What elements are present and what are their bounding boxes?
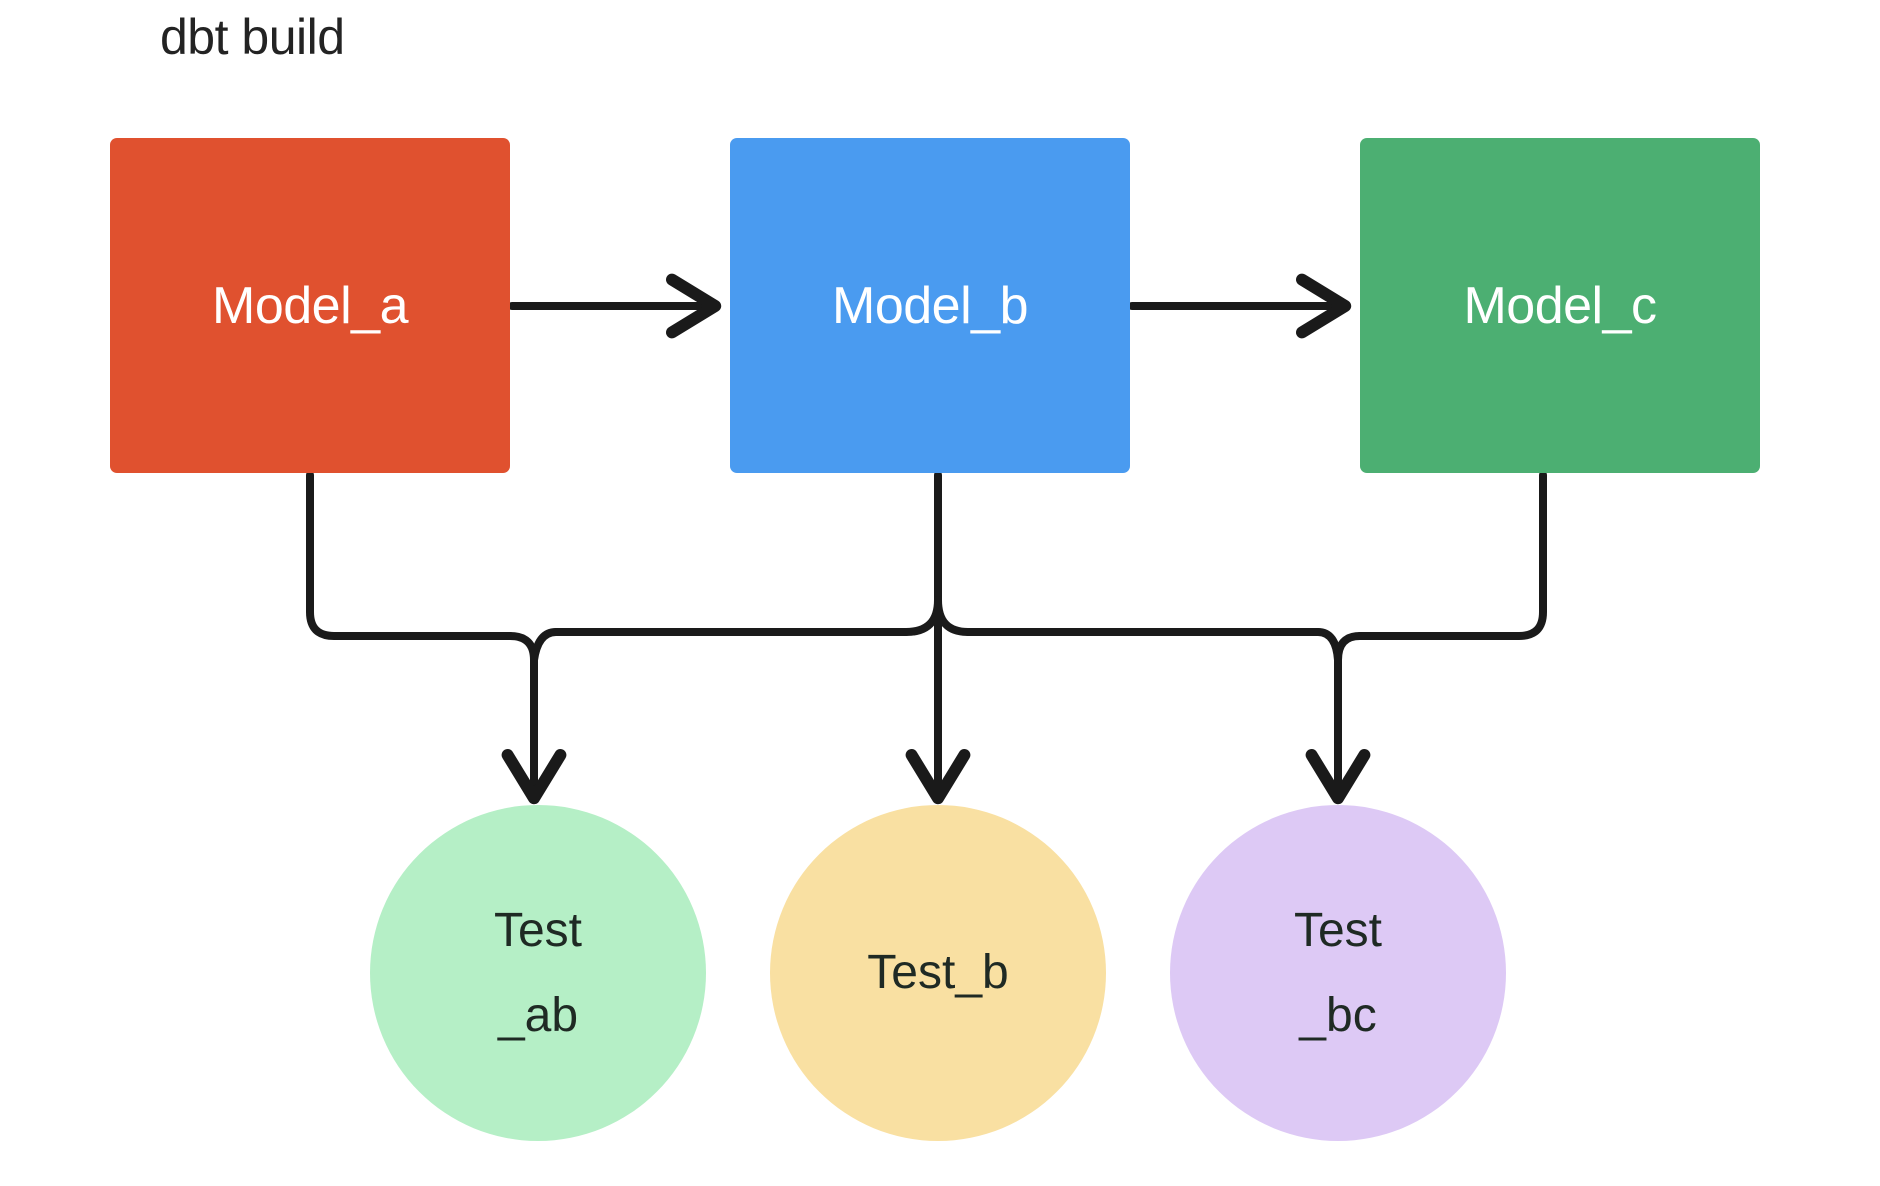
node-model-b[interactable]: Model_b — [730, 138, 1130, 473]
node-test-bc[interactable]: Test _bc — [1170, 805, 1506, 1141]
node-test-bc-label: Test _bc — [1293, 903, 1383, 1042]
edge-model-b-join-left — [902, 596, 942, 636]
node-model-c-label: Model_c — [1463, 276, 1657, 335]
edge-bus-join-ab — [530, 628, 560, 664]
node-model-b-label: Model_b — [832, 276, 1028, 335]
diagram-title: dbt build — [160, 9, 345, 65]
node-model-a[interactable]: Model_a — [110, 138, 510, 473]
node-model-c[interactable]: Model_c — [1360, 138, 1760, 473]
node-model-a-label: Model_a — [212, 276, 408, 335]
node-test-b[interactable]: Test_b — [770, 805, 1106, 1141]
node-test-ab-label: Test _ab — [493, 903, 583, 1042]
node-test-ab[interactable]: Test _ab — [370, 805, 706, 1141]
edge-model-b-join-right — [934, 596, 972, 636]
edge-model-c-to-bus — [1356, 471, 1547, 640]
edge-bus-join-bc — [1314, 628, 1342, 664]
edge-model-a-to-bus — [306, 471, 514, 640]
node-test-b-label: Test_b — [867, 946, 1009, 1000]
